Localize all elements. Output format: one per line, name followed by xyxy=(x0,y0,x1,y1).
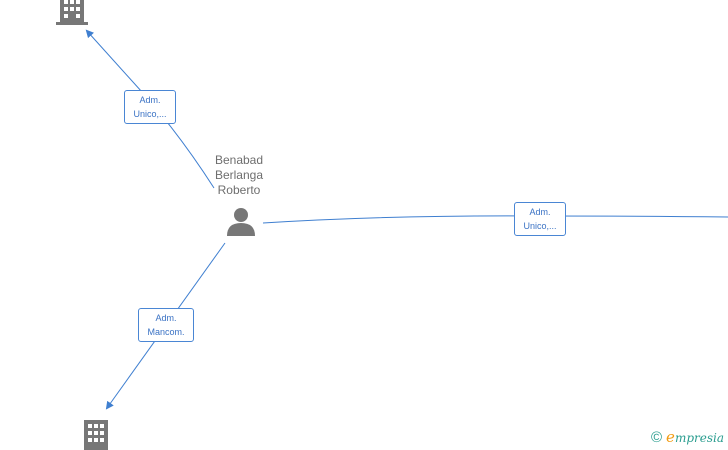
edge-label-line: Unico,... xyxy=(523,221,557,231)
building-icon[interactable] xyxy=(80,418,112,450)
person-name-line: Berlanga xyxy=(214,168,264,182)
edge-label-line: Unico,... xyxy=(133,109,167,119)
person-name-line: Roberto xyxy=(217,183,261,197)
building-icon[interactable] xyxy=(56,0,88,26)
edge-label-line: Adm. xyxy=(155,313,177,323)
person-icon[interactable] xyxy=(226,207,256,237)
edge-label-line: Adm. xyxy=(139,95,161,105)
edge-label-right-company[interactable]: Adm. Unico,... xyxy=(514,202,566,236)
edge-label-bottom-company[interactable]: Adm. Mancom. xyxy=(138,308,194,342)
edge-to-right-company[interactable] xyxy=(262,215,728,224)
brand-logo: empresia xyxy=(666,429,724,447)
edge-label-line: Mancom. xyxy=(147,327,185,337)
brand-logo-text: mpresia xyxy=(674,431,724,445)
edge-label-line: Adm. xyxy=(529,207,551,217)
brand-watermark: © empresia xyxy=(650,429,724,447)
person-name-line: Benabad xyxy=(214,153,264,167)
copyright-symbol: © xyxy=(650,429,663,446)
brand-logo-e: e xyxy=(666,428,675,446)
person-name: Benabad Berlanga Roberto xyxy=(199,153,279,198)
edge-label-top-company[interactable]: Adm. Unico,... xyxy=(124,90,176,124)
